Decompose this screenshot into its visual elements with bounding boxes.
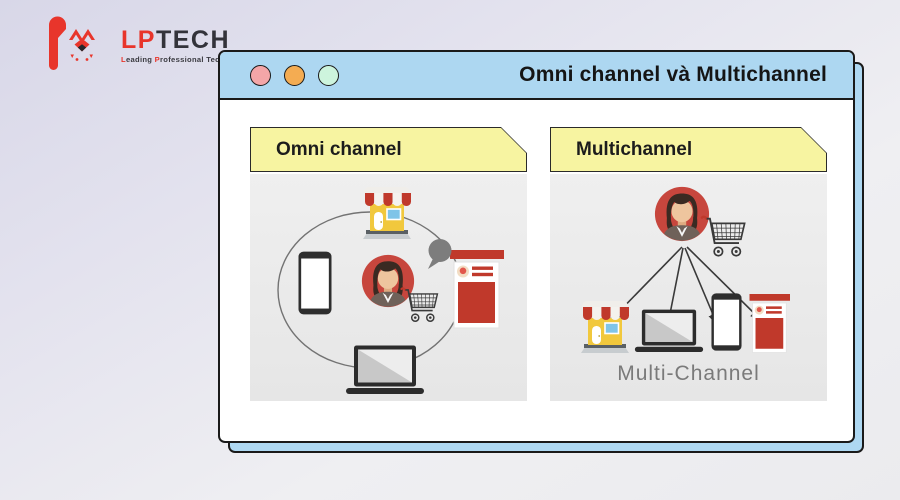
window-dot-red-icon[interactable]: [250, 64, 271, 86]
laptop-icon: [344, 344, 426, 396]
speech-bubble-icon: [424, 238, 454, 270]
shopping-cart-icon: [700, 214, 748, 259]
omni-channel-section: Omni channel: [250, 127, 527, 401]
multichannel-caption: Multi-Channel: [617, 362, 760, 385]
store-icon: [357, 182, 417, 239]
multichannel-section: Multichannel Multi-Channel: [550, 127, 827, 401]
webpage-icon: [748, 294, 790, 354]
omni-channel-tab: Omni channel: [250, 127, 527, 172]
lptech-logo-mark: [49, 16, 95, 70]
omni-channel-tab-label: Omni channel: [276, 139, 402, 160]
shopping-cart-icon: [400, 286, 440, 324]
lptech-wordmark: LPTECH: [121, 28, 251, 53]
window-content: Omni channel Multich: [220, 100, 853, 441]
window-titlebar: Omni channel và Multichannel: [220, 52, 853, 100]
tagline-letter-l: L: [121, 55, 126, 65]
webpage-icon: [448, 250, 504, 330]
smartphone-icon: [710, 290, 743, 354]
window-title: Omni channel và Multichannel: [519, 63, 827, 86]
multichannel-tab-label: Multichannel: [576, 139, 693, 160]
store-icon: [575, 296, 635, 353]
window-dot-orange-icon[interactable]: [284, 64, 305, 86]
tagline-letter-p: P: [154, 55, 161, 65]
laptop-icon: [634, 308, 704, 354]
wordmark-lp: LP: [121, 26, 156, 55]
multichannel-diagram: Multi-Channel: [550, 174, 827, 401]
omni-channel-diagram: [250, 174, 527, 401]
tagline-word-professional: rofessional: [160, 55, 204, 65]
smartphone-icon: [296, 250, 334, 316]
wordmark-tech: TECH: [155, 26, 231, 55]
tagline-word-leading: eading: [125, 55, 153, 65]
multichannel-tab: Multichannel: [550, 127, 827, 172]
window-dot-green-icon[interactable]: [318, 64, 339, 86]
browser-window: Omni channel và Multichannel Omni channe…: [218, 50, 855, 443]
